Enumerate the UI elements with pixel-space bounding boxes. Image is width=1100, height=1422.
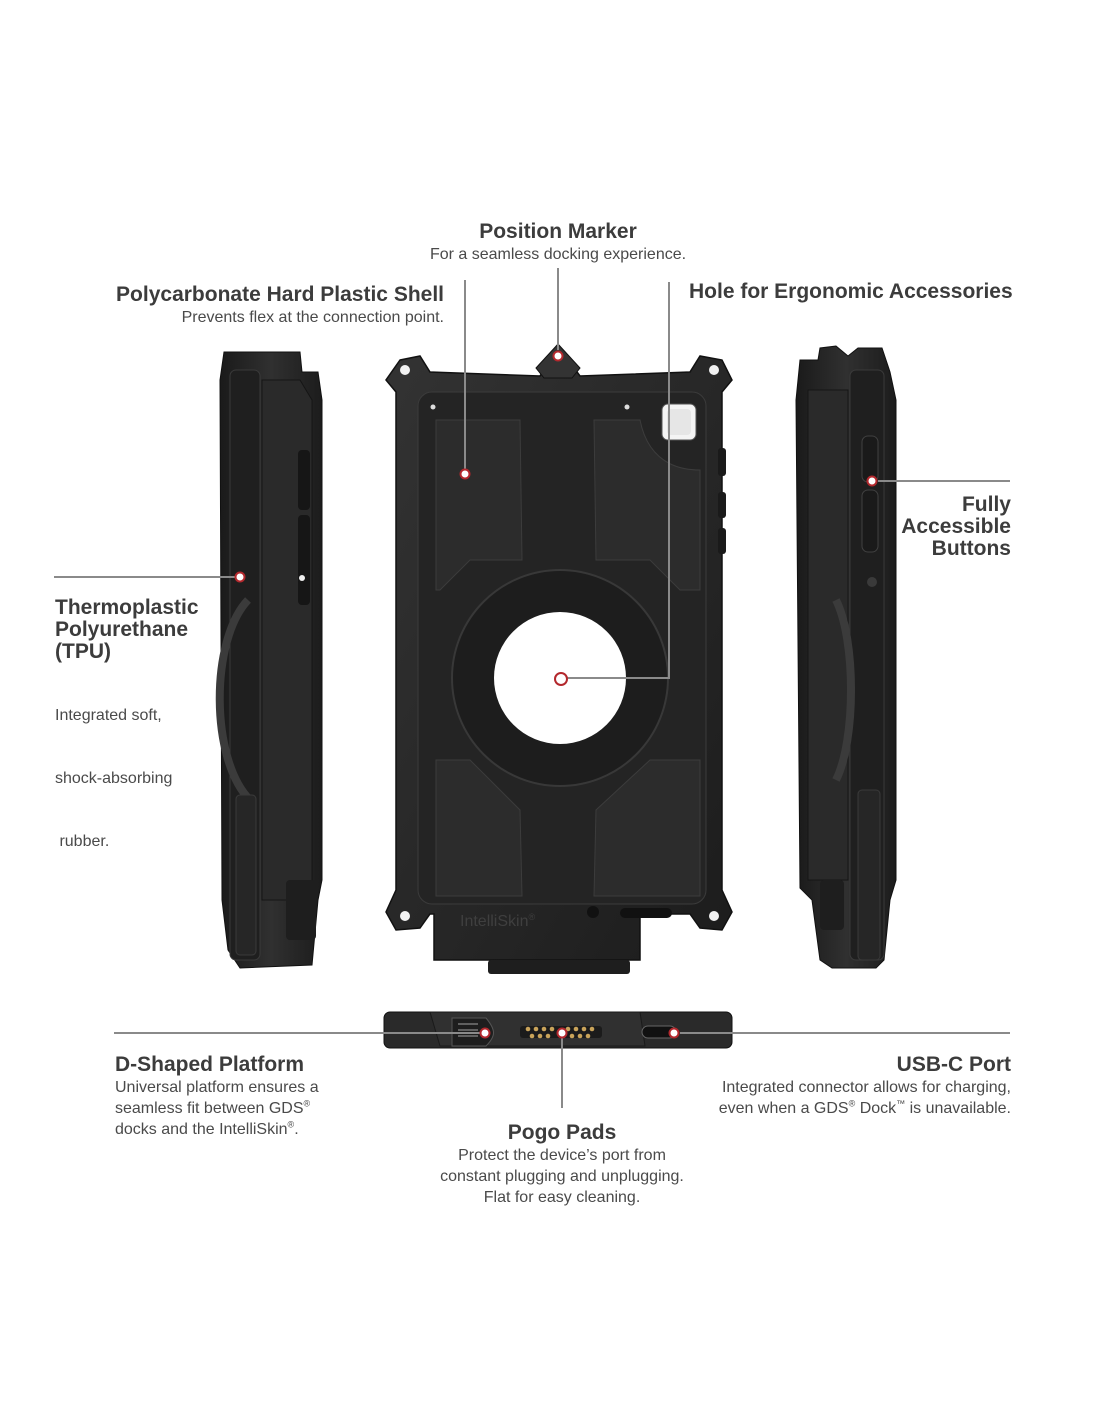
- callout-title: Thermoplastic Polyurethane (TPU): [55, 596, 199, 663]
- callout-dot-pogo-pads: [556, 1027, 568, 1039]
- callout-title: Fully Accessible Buttons: [901, 493, 1011, 560]
- callout-title: Pogo Pads: [507, 1121, 617, 1144]
- callout-ergonomic-hole: Hole for Ergonomic Accessories: [689, 280, 1013, 304]
- callout-dot-usb-c: [668, 1027, 680, 1039]
- callout-desc: Protect the device’s port from constant …: [440, 1147, 684, 1206]
- callout-tpu: Thermoplastic Polyurethane (TPU) Integra…: [55, 597, 225, 894]
- brand-mark: IntelliSkin®: [460, 912, 535, 930]
- callout-pogo-pads: Pogo Pads Protect the device’s port from…: [392, 1121, 732, 1208]
- callout-dot-tpu: [234, 571, 246, 583]
- case-back-view: IntelliSkin®: [385, 343, 733, 974]
- callout-dot-shell: [459, 468, 471, 480]
- callout-dot-d-platform: [479, 1027, 491, 1039]
- case-left-side-view: [215, 351, 323, 969]
- callout-title: USB-C Port: [896, 1053, 1011, 1076]
- callout-d-shaped-platform: D-Shaped Platform Universal platform ens…: [115, 1053, 415, 1140]
- callout-title: D-Shaped Platform: [115, 1053, 305, 1076]
- leader-lines: [54, 268, 1010, 1108]
- callout-desc: Universal platform ensures a seamless fi…: [115, 1079, 319, 1138]
- callout-usb-c-port: USB-C Port Integrated connector allows f…: [660, 1053, 1011, 1119]
- callout-desc: Integrated connector allows for charging…: [718, 1079, 1011, 1117]
- callout-dots: [234, 350, 878, 1039]
- callout-position-marker: Position Marker For a seamless docking e…: [380, 220, 736, 265]
- callout-polycarbonate-shell: Polycarbonate Hard Plastic Shell Prevent…: [60, 283, 444, 328]
- callout-title: Hole for Ergonomic Accessories: [689, 280, 1013, 303]
- callout-desc: For a seamless docking experience.: [429, 246, 687, 263]
- callout-dot-ergonomic-hole: [554, 672, 568, 686]
- callout-title: Polycarbonate Hard Plastic Shell: [116, 283, 444, 306]
- brand-mark-registered: ®: [528, 912, 535, 922]
- case-right-side-view: [795, 345, 897, 969]
- callout-dot-position-marker: [552, 350, 564, 362]
- callout-dot-buttons: [866, 475, 878, 487]
- callout-title: Position Marker: [479, 220, 637, 243]
- pogo-pad-row: [525, 1026, 595, 1039]
- callout-desc: Prevents flex at the connection point.: [181, 309, 444, 326]
- callout-fully-accessible-buttons: Fully Accessible Buttons: [880, 494, 1011, 560]
- callout-desc: Integrated soft, shock-absorbing rubber.: [55, 707, 173, 850]
